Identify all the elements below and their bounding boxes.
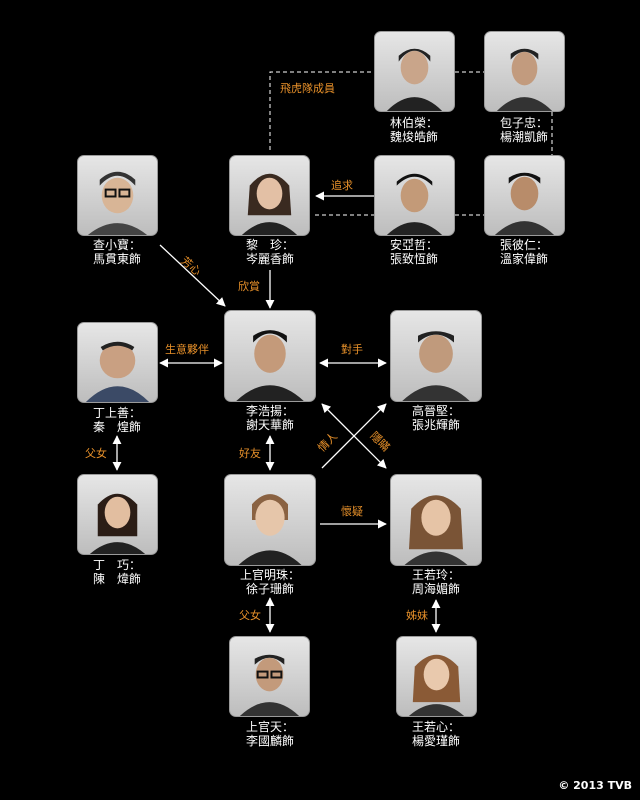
- caption-gao: 高晉堅： 張兆輝飾: [371, 404, 501, 432]
- person-portrait-icon: [85, 341, 150, 402]
- portrait-zhang: [484, 155, 565, 236]
- person-portrait-icon: [404, 495, 468, 565]
- character-name: 李浩揚：: [245, 404, 294, 418]
- relation-label-xinshang: 欣賞: [238, 280, 260, 293]
- character-name: 包子忠：: [499, 116, 548, 130]
- person-portrait-icon: [402, 331, 470, 401]
- person-portrait-icon: [408, 654, 465, 716]
- caption-lin: 林伯榮： 魏焌皓飾: [349, 116, 479, 144]
- caption-shangguan-tian: 上官天： 李國麟飾: [205, 720, 335, 748]
- portrait-ding-qiao: [77, 474, 158, 555]
- relation-label-shengyi: 生意夥伴: [165, 343, 209, 356]
- actor-name: 魏焌皓飾: [389, 130, 438, 144]
- caption-an: 安亞哲： 張致恆飾: [349, 238, 479, 266]
- character-name: 查小寶：: [92, 238, 141, 252]
- portrait-gao: [390, 310, 482, 402]
- character-name: 王若玲：: [411, 568, 460, 582]
- person-portrait-icon: [386, 173, 443, 235]
- caption-li-zhen: 黎 珍： 岑麗香飾: [205, 238, 335, 266]
- caption-bao: 包子忠： 楊潮凱飾: [459, 116, 589, 144]
- relation-label-zimei: 姊妹: [406, 609, 428, 622]
- person-portrait-icon: [386, 48, 443, 111]
- actor-name: 徐子珊飾: [245, 582, 294, 596]
- character-name: 上官明珠：: [239, 568, 300, 582]
- arrow-yinman: [321, 403, 387, 469]
- actor-name: 張兆輝飾: [411, 418, 460, 432]
- character-name: 高晉堅：: [411, 404, 460, 418]
- relation-label-fuqu-left: 父女: [85, 447, 107, 460]
- actor-name: 楊愛瑾飾: [411, 734, 460, 748]
- caption-zhang: 張彼仁： 溫家偉飾: [459, 238, 589, 266]
- person-portrait-icon: [238, 494, 302, 565]
- caption-ding-qiao: 丁 巧： 陳 煒飾: [52, 558, 182, 586]
- character-name: 張彼仁：: [499, 238, 548, 252]
- portrait-an: [374, 155, 455, 236]
- character-name: 丁上善：: [92, 406, 141, 420]
- portrait-li-zhen: [229, 155, 310, 236]
- arrow-xinyi: [159, 244, 226, 307]
- copyright-text: © 2013 TVB: [558, 779, 632, 792]
- portrait-wang-ruoxin: [396, 636, 477, 717]
- actor-name: 李國麟飾: [245, 734, 294, 748]
- actor-name: 馬貫東飾: [92, 252, 141, 266]
- portrait-cha: [77, 155, 158, 236]
- actor-name: 溫家偉飾: [499, 252, 548, 266]
- person-portrait-icon: [87, 171, 148, 235]
- actor-name: 謝天華飾: [245, 418, 294, 432]
- actor-name: 岑麗香飾: [245, 252, 294, 266]
- portrait-shangguan-tian: [229, 636, 310, 717]
- portrait-bao: [484, 31, 565, 112]
- actor-name: 周海媚飾: [411, 582, 460, 596]
- caption-li-haoyang: 李浩揚： 謝天華飾: [205, 404, 335, 432]
- caption-shangguan-mingzhu: 上官明珠： 徐子珊飾: [205, 568, 335, 596]
- caption-wang-ruoling: 王若玲： 周海媚飾: [371, 568, 501, 596]
- relation-label-feihu: 飛虎隊成員: [280, 82, 335, 95]
- relation-label-fuqu-bottom: 父女: [239, 609, 261, 622]
- person-portrait-icon: [496, 48, 553, 111]
- caption-ding: 丁上善： 秦 煌飾: [52, 406, 182, 434]
- relation-label-zhuiqiu: 追求: [331, 179, 353, 192]
- portrait-ding: [77, 322, 158, 403]
- relation-label-huaiyi: 懷疑: [341, 505, 363, 518]
- person-portrait-icon: [241, 173, 298, 235]
- person-portrait-icon: [494, 172, 555, 235]
- caption-wang-ruoxin: 王若心： 楊愛瑾飾: [371, 720, 501, 748]
- portrait-shangguan-mingzhu: [224, 474, 316, 566]
- actor-name: 楊潮凱飾: [499, 130, 548, 144]
- actor-name: 陳 煒飾: [92, 572, 141, 586]
- portrait-lin: [374, 31, 455, 112]
- team-dashed-line: [269, 71, 374, 150]
- character-name: 王若心：: [411, 720, 460, 734]
- character-name: 丁 巧：: [92, 558, 141, 572]
- character-name: 林伯榮：: [389, 116, 438, 130]
- portrait-li-haoyang: [224, 310, 316, 402]
- character-name: 黎 珍：: [245, 238, 294, 252]
- actor-name: 秦 煌飾: [92, 420, 141, 434]
- portrait-wang-ruoling: [390, 474, 482, 566]
- person-portrait-icon: [239, 654, 300, 716]
- relation-label-duishou: 對手: [341, 343, 363, 356]
- character-name: 安亞哲：: [389, 238, 438, 252]
- caption-cha: 查小寶： 馬貫東飾: [52, 238, 182, 266]
- character-name: 上官天：: [245, 720, 294, 734]
- actor-name: 張致恆飾: [389, 252, 438, 266]
- relation-label-haoyou: 好友: [239, 447, 261, 460]
- person-portrait-icon: [89, 493, 146, 554]
- person-portrait-icon: [236, 330, 304, 401]
